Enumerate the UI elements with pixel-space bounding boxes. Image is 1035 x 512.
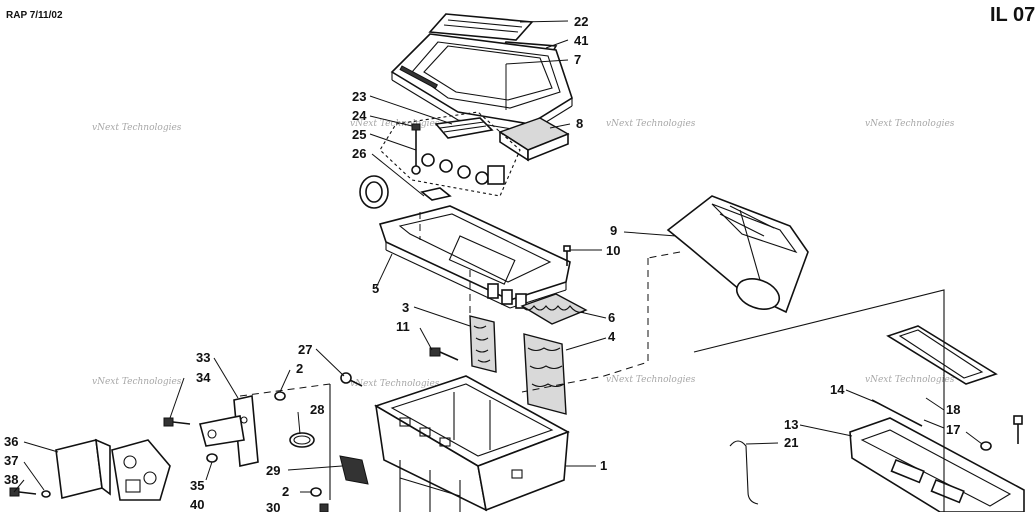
callout-33: 33 [196, 350, 210, 365]
callout-37: 37 [4, 453, 18, 468]
part-37-washer [41, 490, 51, 498]
watermark-2: vNext Technologies [350, 119, 440, 129]
part-13-duct-tray [849, 417, 1025, 512]
leader-lines [13, 20, 983, 493]
callout-40: 40 [190, 497, 204, 512]
revision-stamp: RAP 7/11/02 [6, 10, 63, 21]
callout-9: 9 [610, 223, 617, 238]
callout-7: 7 [574, 52, 581, 67]
callout-21: 21 [784, 435, 798, 450]
callout-8: 8 [576, 116, 583, 131]
part-9-intake-duct [666, 195, 809, 314]
part-14-rod [871, 399, 923, 427]
part-28-clamp [289, 432, 315, 448]
callout-14: 14 [830, 382, 845, 397]
callout-28: 28 [310, 402, 324, 417]
carburetor-assembly [111, 439, 171, 501]
part-29-clip [339, 455, 369, 485]
watermark-4: vNext Technologies [865, 119, 955, 129]
callout-26: 26 [352, 146, 366, 161]
part-24-bolt [411, 123, 421, 175]
watermark-6: vNext Technologies [350, 379, 440, 389]
part-10-screw [563, 245, 571, 266]
callout-6: 6 [608, 310, 615, 325]
part-25-pad [420, 187, 452, 201]
part-26-grommet [359, 175, 389, 209]
callout-24: 24 [352, 108, 367, 123]
callout-25: 25 [352, 127, 366, 142]
part-21-wire-clip [729, 440, 759, 505]
illustration-number: IL 07 [990, 4, 1035, 26]
housing-support-frame [399, 460, 461, 512]
callout-41: 41 [574, 33, 588, 48]
callout-38: 38 [4, 472, 18, 487]
callout-17: 17 [946, 422, 960, 437]
part-36-cover [55, 438, 111, 499]
callout-labels: 22 41 7 8 23 24 25 26 9 10 5 3 6 11 4 27… [4, 14, 960, 512]
callout-1: 1 [600, 458, 607, 473]
callout-30: 30 [266, 500, 280, 512]
part-11-bolt [429, 347, 459, 361]
watermark-1: vNext Technologies [92, 123, 182, 133]
watermark-8: vNext Technologies [865, 375, 955, 385]
callout-10: 10 [606, 243, 620, 258]
callout-22: 22 [574, 14, 588, 29]
callout-23: 23 [352, 89, 366, 104]
watermark-7: vNext Technologies [606, 375, 696, 385]
part-1-airbox-housing [374, 375, 570, 512]
callout-36: 36 [4, 434, 18, 449]
part-35-washer [206, 453, 218, 463]
callout-11: 11 [396, 319, 410, 334]
callout-35: 35 [190, 478, 204, 493]
callout-34: 34 [196, 370, 211, 385]
callout-29: 29 [266, 463, 280, 478]
callout-13: 13 [784, 417, 798, 432]
callout-2-upper: 2 [296, 361, 303, 376]
callout-4: 4 [608, 329, 616, 344]
part-6-foam-pad [520, 293, 588, 325]
part-33-bracket [199, 395, 259, 467]
watermark-5: vNext Technologies [92, 377, 182, 387]
part-8-filter-element [498, 117, 570, 162]
part-18-bolt [1013, 415, 1023, 444]
part-34-screw [163, 417, 191, 427]
part-3-foam-strip [469, 315, 497, 373]
callout-5: 5 [372, 281, 379, 296]
part-2-washer-upper [274, 391, 286, 401]
watermark-group: vNext Technologies vNext Technologies vN… [92, 119, 955, 389]
part-5-airbox-tray [378, 205, 571, 309]
assembly-dash-lines [239, 212, 945, 512]
callout-2-lower: 2 [282, 484, 289, 499]
part-7-airbox-cover [390, 33, 573, 133]
part-2-washer-lower [310, 487, 322, 497]
part-17-washer [980, 441, 992, 451]
callout-3: 3 [402, 300, 409, 315]
gasket-frame [886, 325, 998, 385]
part-4-foam-panel [523, 333, 567, 415]
callout-18: 18 [946, 402, 960, 417]
part-38-screw [9, 487, 37, 497]
part-22-label [428, 13, 534, 41]
watermark-3: vNext Technologies [606, 119, 696, 129]
part-30-screw [319, 503, 329, 512]
callout-27: 27 [298, 342, 312, 357]
